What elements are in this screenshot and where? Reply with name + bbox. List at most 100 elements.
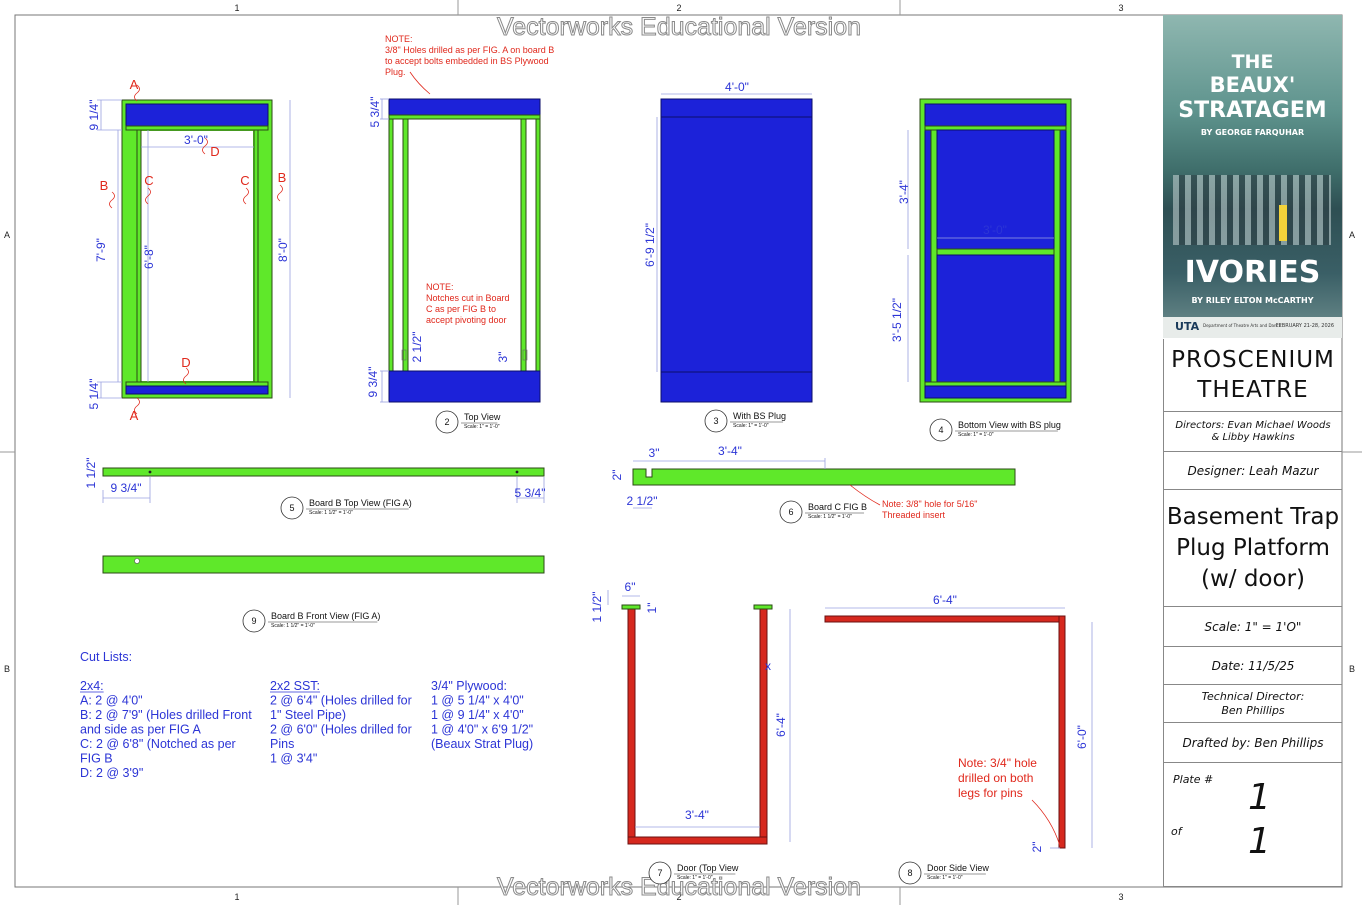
cut-list-plywood: 3/4" Plywood:1 @ 5 1/4" x 4'0"1 @ 9 1/4"… — [431, 679, 533, 751]
cut-list-line: 2x2 SST: — [270, 679, 320, 693]
cut-list-line: Pins — [270, 737, 294, 751]
theatre-name: PROSCENIUM THEATRE — [1163, 339, 1342, 412]
title-line: (w/ door) — [1200, 565, 1306, 592]
dimension-label: 8'-0" — [276, 238, 290, 262]
poster-line: BY GEORGE FARQUHAR — [1200, 128, 1305, 137]
watermark-bottom: Vectorworks Educational Version — [497, 873, 861, 901]
view-marker-circle — [280, 496, 304, 520]
view-marker-circle — [898, 861, 922, 885]
note-notches: accept pivoting door — [426, 315, 507, 325]
note-pins: legs for pins — [958, 786, 1023, 800]
note-insert: Note: 3/8" hole for 5/16" — [882, 499, 977, 509]
view-number: 6 — [788, 507, 793, 517]
view-2-top-view — [380, 71, 541, 403]
dimension-label: 3" — [496, 352, 510, 363]
cut-list-heading: Cut Lists: — [80, 650, 132, 664]
grid-col-label: 3 — [1118, 3, 1123, 13]
note-notches: Notches cut in Board — [426, 293, 510, 303]
dimension-label: 1 1/2" — [84, 458, 98, 489]
dimension-label: 6" — [625, 580, 636, 594]
dimension-label: 4'-0" — [725, 80, 749, 94]
view-marker-circle — [704, 409, 728, 433]
dimension-label: 6'-8" — [142, 245, 156, 269]
cut-list-line: B: 2 @ 7'9" (Holes drilled Front — [80, 708, 252, 722]
td-line: Ben Phillips — [1221, 703, 1285, 717]
td-line: Technical Director: — [1201, 689, 1305, 703]
view-title: Board C FIG B — [808, 502, 867, 512]
view-number: 2 — [444, 417, 449, 427]
drafted-by: Drafted by: Ben Phillips — [1163, 723, 1342, 763]
grid-col-label: 2 — [676, 892, 681, 902]
view-scale: Scale: 1 1/2" = 1'-0" — [808, 514, 852, 520]
view-scale: Scale: 1" = 1'-0" — [464, 424, 500, 430]
view-title: Board B Front View (FIG A) — [271, 611, 380, 621]
board-label-b: B — [100, 178, 109, 193]
note-pins: drilled on both — [958, 771, 1033, 785]
dimension-label: 9 3/4" — [366, 367, 380, 398]
dimension-label: 5 1/4" — [87, 379, 101, 410]
cut-list-line: and side as per FIG A — [80, 723, 202, 737]
view-scale: Scale: 1" = 1'-0" — [927, 875, 963, 881]
view-title: With BS Plug — [733, 411, 786, 421]
view-number: 8 — [907, 868, 912, 878]
view-marker-circle — [648, 861, 672, 885]
view-title: Door (Top View — [677, 863, 739, 873]
board-label-b: B — [278, 170, 287, 185]
cut-list-line: (Beaux Strat Plug) — [431, 737, 533, 751]
designer-text: Designer: Leah Mazur — [1187, 463, 1319, 478]
view-marker-circle — [242, 609, 266, 633]
dimension-label: 9 1/4" — [87, 100, 101, 131]
cut-list-line: 2 @ 6'4" (Holes drilled for — [270, 694, 412, 708]
directors: Directors: Evan Michael Woods & Libby Ha… — [1163, 412, 1342, 452]
view-number: 7 — [657, 868, 662, 878]
dimension-label: 1" — [645, 603, 659, 614]
poster-uta: UTA — [1175, 320, 1200, 333]
dimension-label: 3'-4" — [685, 808, 709, 822]
board-label-a: A — [130, 408, 139, 423]
drawing-title: Basement Trap Plug Platform (w/ door) — [1163, 490, 1342, 607]
view-9-board-b-front — [102, 555, 545, 574]
board-label-a: A — [130, 77, 139, 92]
cut-list-line: 1 @ 9 1/4" x 4'0" — [431, 708, 524, 722]
view-scale: Scale: 1" = 1'-0" — [958, 432, 994, 438]
cut-list-line: 1 @ 3'4" — [270, 752, 317, 766]
note-holes: Plug. — [385, 67, 406, 77]
cut-list-line: 2x4: — [80, 679, 104, 693]
plate-num: 1 — [1248, 777, 1271, 818]
grid-col-label: 1 — [234, 3, 239, 13]
dimension-label: 3" — [649, 446, 660, 460]
note-insert: Threaded insert — [882, 510, 946, 520]
view-3-bs-plug — [656, 93, 813, 403]
poster-figure — [1279, 205, 1287, 241]
scale-text: Scale: 1" = 1'O" — [1204, 619, 1302, 634]
poster-footer: UTA Department of Theatre Arts and Dance… — [1163, 317, 1342, 338]
board-label-d: D — [181, 355, 190, 370]
board-label-d: D — [210, 144, 219, 159]
view-marker-6: 6 Board C FIG B Scale: 1 1/2" = 1'-0" — [779, 500, 867, 524]
dimension-label: 1 1/2" — [590, 592, 604, 623]
drawing-scale: Scale: 1" = 1'O" — [1163, 607, 1342, 647]
directors-line: & Libby Hawkins — [1211, 431, 1295, 443]
poster-line: THE — [1231, 51, 1274, 73]
grid-row-label: A — [4, 230, 10, 240]
view-number: 3 — [713, 416, 718, 426]
cut-list-line: C: 2 @ 6'8" (Notched as per — [80, 737, 236, 751]
dimension-label: 9 3/4" — [111, 481, 142, 495]
board-label-c: C — [144, 173, 153, 188]
view-marker-circle — [435, 410, 459, 434]
note-pins: Note: 3/4" hole — [958, 756, 1037, 770]
dimension-label: 6'-0" — [1075, 725, 1089, 749]
cut-list-line: FIG B — [80, 752, 113, 766]
cut-lists: Cut Lists: 2x4:A: 2 @ 4'0"B: 2 @ 7'9" (H… — [80, 650, 533, 780]
dimension-label: 5 3/4" — [515, 486, 546, 500]
designer: Designer: Leah Mazur — [1163, 452, 1342, 490]
